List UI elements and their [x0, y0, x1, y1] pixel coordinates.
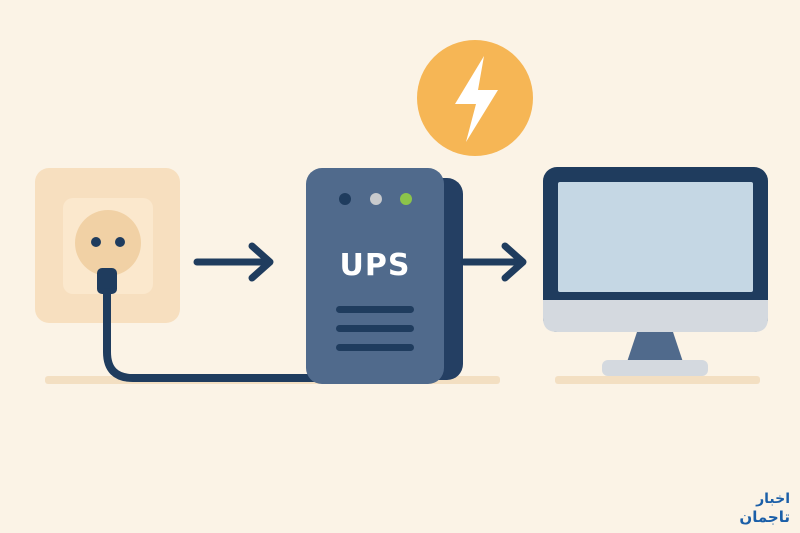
ups-led-green — [400, 193, 412, 205]
ups-led-gray — [370, 193, 382, 205]
ups-vent-3 — [336, 344, 414, 351]
arrow-ups-to-monitor — [460, 242, 527, 282]
ups-label: UPS — [340, 248, 411, 283]
computer-monitor-icon — [543, 167, 768, 376]
arrow-outlet-to-ups — [193, 242, 274, 282]
ups-vent-1 — [336, 306, 414, 313]
ups-vent-2 — [336, 325, 414, 332]
floor-line-right — [555, 376, 760, 384]
ups-unit-icon: UPS — [306, 168, 463, 384]
wall-outlet-icon — [35, 168, 180, 323]
watermark-logo: اخبار تاجمان — [739, 491, 790, 526]
lightning-bolt-icon — [417, 40, 533, 156]
power-plug-icon — [97, 268, 324, 382]
watermark-line1: اخبار — [755, 491, 790, 507]
ups-led-dark — [339, 193, 351, 205]
watermark-line2: تاجمان — [739, 508, 790, 526]
